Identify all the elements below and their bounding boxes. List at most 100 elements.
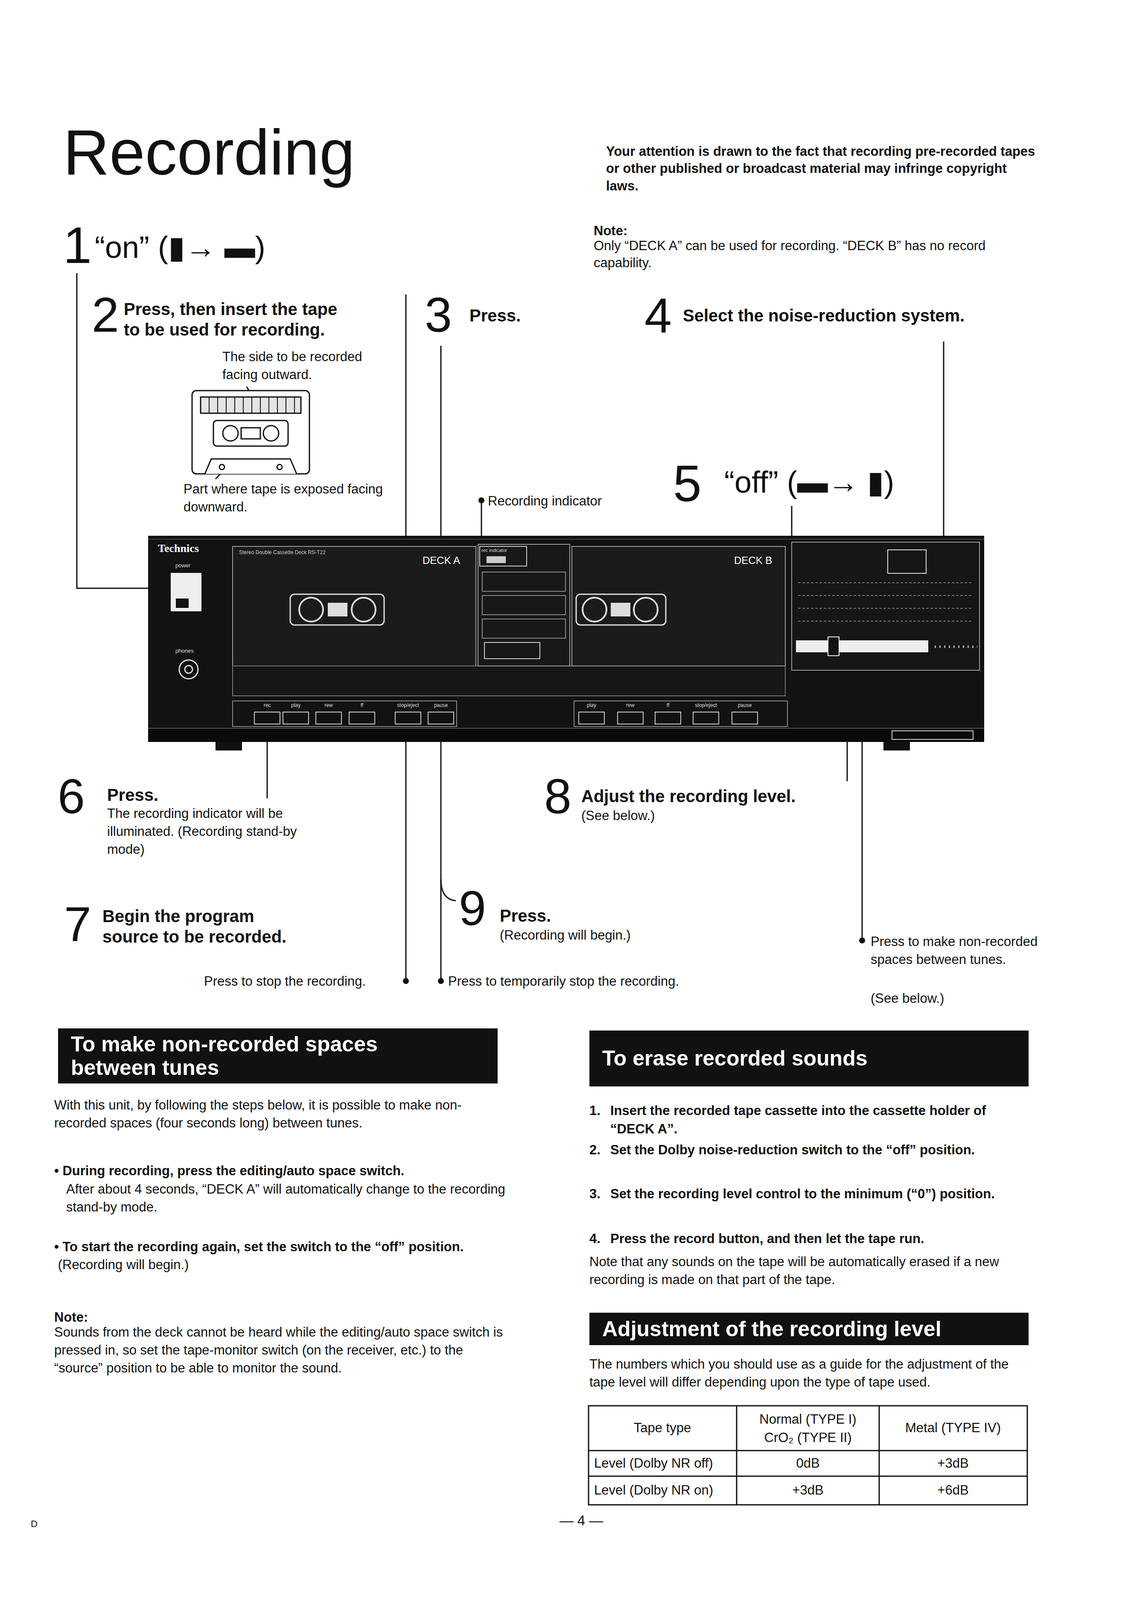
step-number: 6 (57, 768, 85, 824)
section-heading: Adjustment of the recording level (602, 1317, 942, 1341)
cassette-deck (633, 597, 658, 622)
cassette-illustration (204, 458, 297, 474)
text-block: (See below.) (870, 989, 945, 1008)
cassette-deck (351, 597, 376, 622)
text-block: Set the recording level control to the m… (610, 1184, 1029, 1203)
cassette-deck (827, 636, 840, 656)
table-cell: +6dB (937, 1482, 969, 1498)
table-cell: CrO₂ (TYPE II) (764, 1429, 852, 1445)
text-block: Begin the program source to be recorded. (102, 905, 304, 947)
text-block: rec indicator (481, 547, 508, 553)
leader-line (405, 741, 407, 979)
note-text: Note that any sounds on the tape will be… (589, 1253, 1000, 1287)
cassette-deck (282, 711, 309, 724)
deck-name: DECK B (734, 554, 773, 566)
text-block: Technics (157, 542, 199, 555)
deck-name: DECK A (422, 554, 461, 566)
list-text: Insert the recorded tape cassette into t… (610, 1102, 986, 1137)
text-block: +3dB (937, 1454, 969, 1473)
page-number: — 4 — (559, 1512, 604, 1528)
cassette-deck (731, 711, 758, 724)
text-block: The recording indicator will be illumina… (107, 804, 330, 859)
cassette-deck (215, 741, 242, 751)
button-label: play (586, 702, 597, 709)
button-label: rec (263, 702, 272, 709)
leader-line (440, 741, 442, 979)
switch-state: “on” (▮→ ▬) (94, 230, 266, 265)
panel-text: Stereo Double Cassette Deck RS-T22 (239, 549, 326, 556)
cassette-deck (327, 602, 348, 617)
text-block: D (30, 1517, 38, 1531)
cassette-deck (655, 711, 681, 724)
text-block: rew (626, 702, 635, 709)
step-instruction: Begin the program source to be recorded. (102, 906, 287, 946)
text-block: Tape type (633, 1418, 691, 1437)
cassette-deck (148, 728, 985, 742)
section-heading: To make non-recorded spaces between tune… (70, 1032, 447, 1080)
table-cell: Tape type (633, 1419, 691, 1435)
note-text: Sounds from the deck cannot be heard whi… (54, 1324, 503, 1376)
section-header-band: Adjustment of the recording level (589, 1312, 1029, 1345)
text-block: power (175, 562, 191, 569)
text-block: DECK A (422, 554, 461, 566)
cassette-deck (148, 538, 985, 540)
body-text: (Recording will begin.) (58, 1256, 190, 1272)
table-cell: Level (Dolby NR off) (594, 1455, 714, 1471)
list-number: 1. (589, 1102, 601, 1118)
panel-text: phones (175, 647, 194, 654)
table-cell: Metal (TYPE IV) (905, 1419, 1001, 1435)
leader-line (791, 505, 793, 536)
text-block: — 4 — (559, 1510, 604, 1531)
text-block: Part where tape is exposed facing downwa… (183, 480, 385, 516)
level-table (588, 1405, 1028, 1505)
step-number: 1 (63, 216, 92, 274)
step-instruction: Press, then insert the tape to be used f… (123, 299, 338, 339)
text-block: 7 (64, 899, 92, 949)
step-number: 4 (644, 288, 672, 343)
callout-text: Press to make non-recorded spaces betwee… (870, 933, 1038, 967)
text-block: play (586, 702, 597, 709)
text-block: Press. (499, 903, 551, 927)
note-heading: Note: (54, 1309, 88, 1325)
cassette-deck (798, 582, 974, 621)
cassette-deck (290, 594, 385, 625)
text-block: Press, then insert the tape to be used f… (123, 298, 350, 340)
button-label: pause (434, 702, 449, 709)
text-block: Stereo Double Cassette Deck RS-T22 (239, 549, 326, 556)
copyright-warning: Your attention is drawn to the fact that… (606, 143, 1035, 194)
text-block: rec (263, 702, 272, 709)
text-block: Note: (54, 1308, 88, 1327)
brand-logo: Technics (157, 542, 199, 555)
text-block: stop/eject (396, 702, 419, 709)
cassette-deck (610, 602, 631, 617)
text-block: Press to stop the recording. (204, 972, 366, 991)
leader-line (266, 741, 269, 799)
leader-dot (402, 977, 409, 984)
list-text: Press the record button, and then let th… (610, 1230, 925, 1246)
text-block: 3 (424, 290, 452, 340)
cassette-deck (232, 665, 786, 696)
cassette-illustration (241, 427, 261, 439)
text-block: 6 (57, 771, 85, 821)
page-title: Recording (63, 120, 356, 185)
cassette-deck (791, 542, 980, 671)
cassette-deck (482, 571, 566, 592)
cassette-deck (795, 640, 929, 653)
cassette-illustration (213, 420, 289, 446)
text-block: pause (737, 702, 753, 709)
step-instruction: Press. (469, 306, 521, 325)
step-number: 3 (424, 287, 452, 342)
cassette-deck (184, 665, 193, 674)
text-block: 4 (644, 291, 672, 341)
leader-line (480, 502, 483, 536)
button-label: play (291, 702, 301, 709)
leader-dot (859, 937, 866, 944)
panel-text: power (175, 562, 191, 569)
text-block: ff (360, 702, 364, 709)
table-cell: Level (Dolby NR on) (594, 1482, 714, 1498)
text-block: “off” (▬→ ▮) (724, 465, 895, 499)
text-block: After about 4 seconds, “DECK A” will aut… (66, 1180, 506, 1216)
level-table (588, 1405, 1028, 1505)
step-detail: The recording indicator will be illumina… (107, 805, 298, 857)
